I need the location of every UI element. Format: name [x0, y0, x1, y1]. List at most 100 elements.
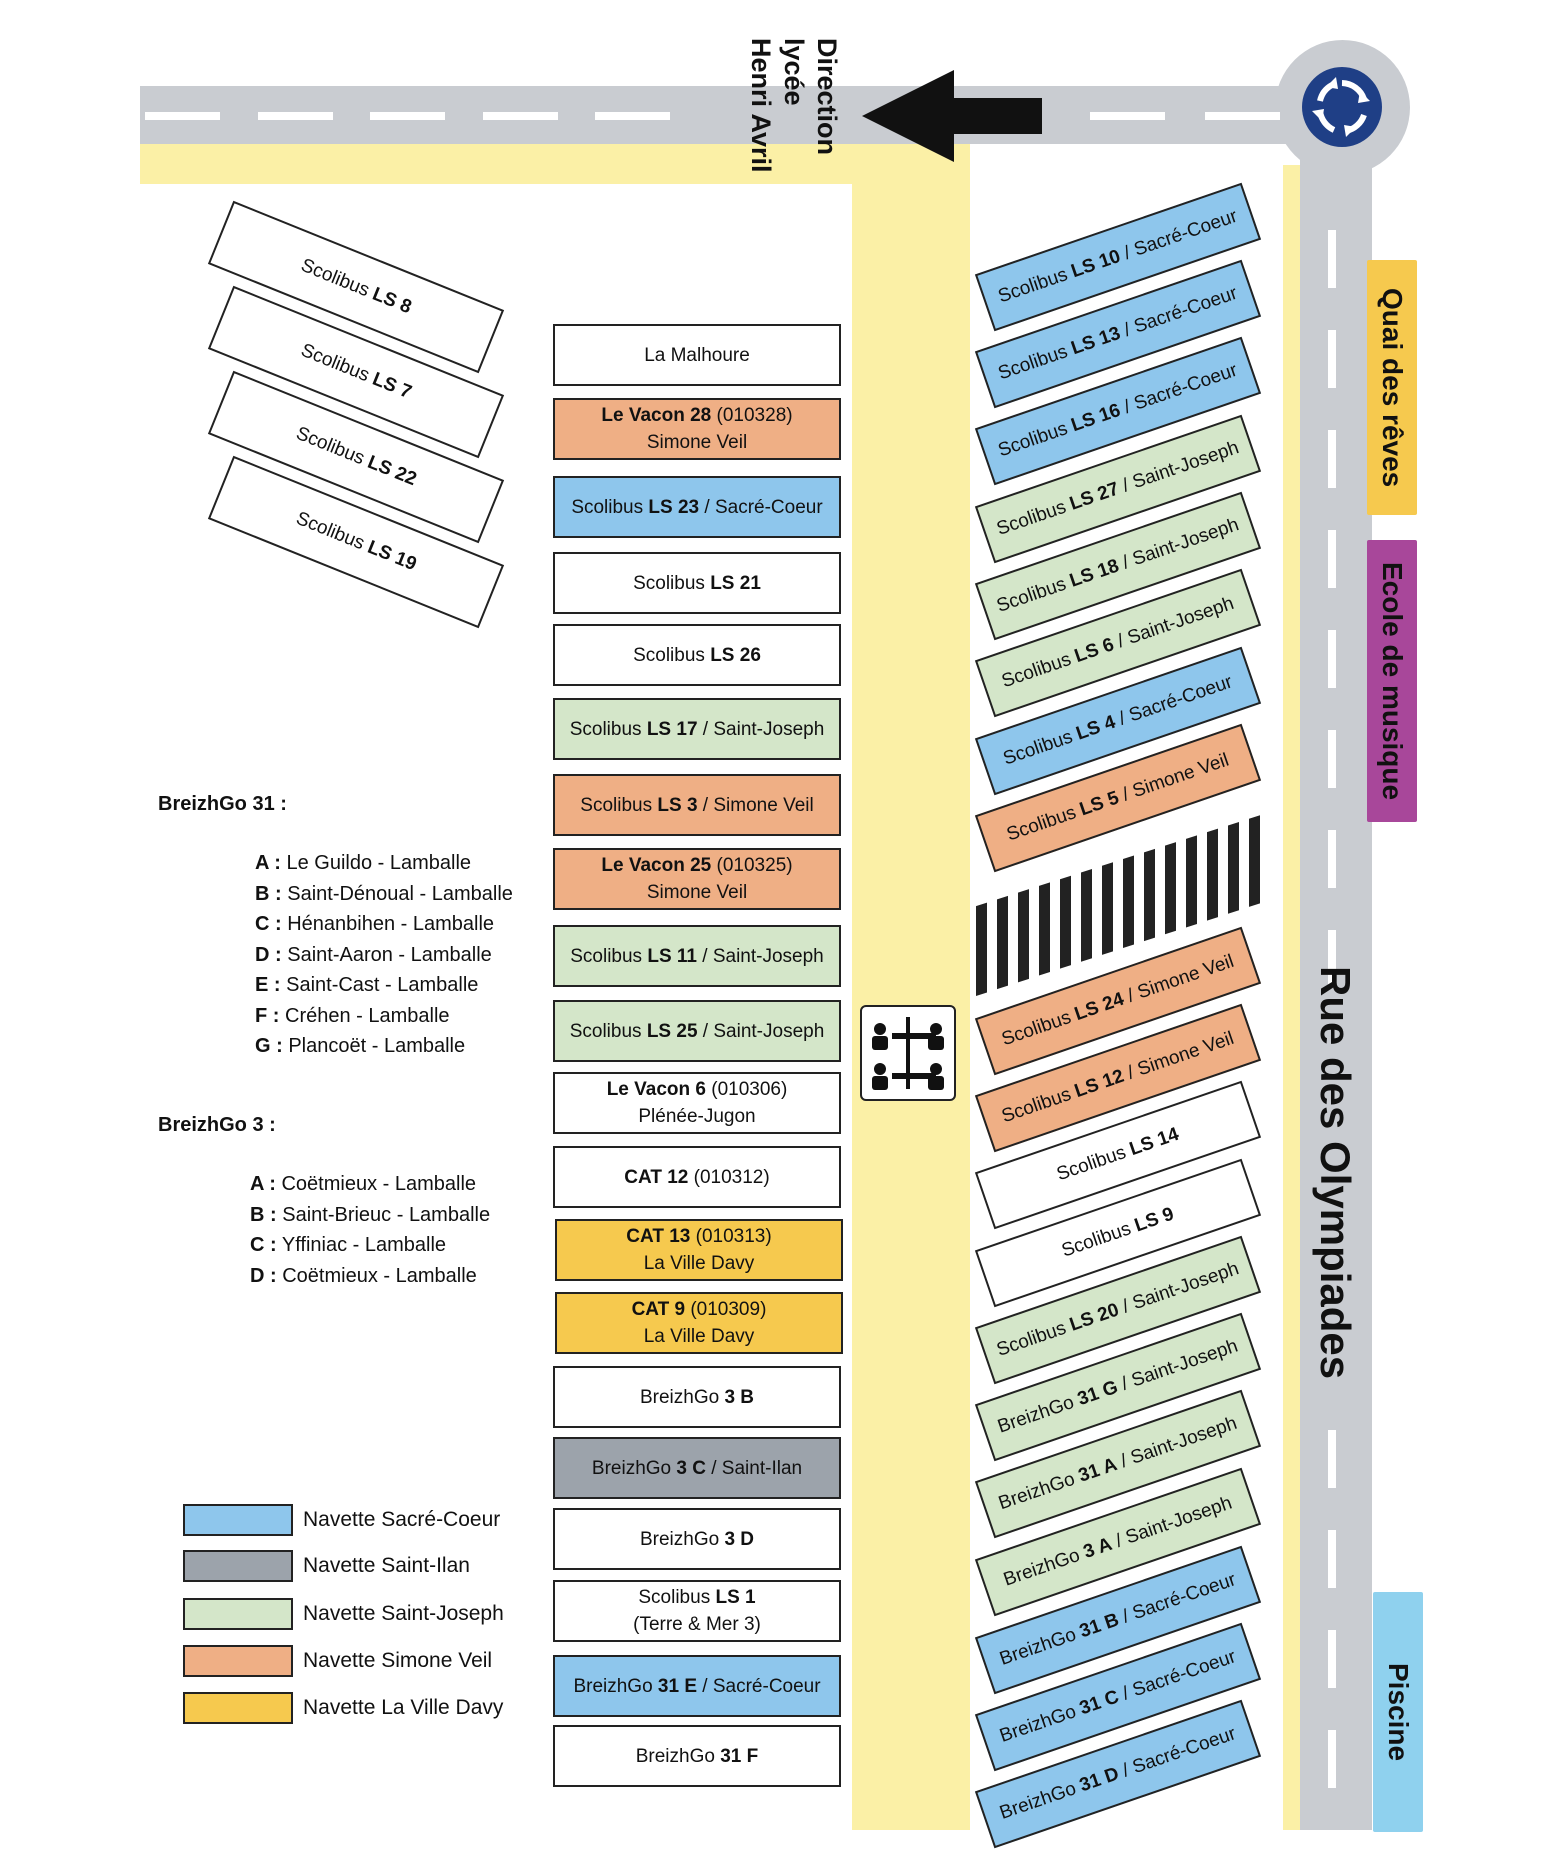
legend-item: Navette Saint-Joseph — [183, 1598, 504, 1630]
street-name: Rue des Olympiades — [1312, 965, 1359, 1380]
crosswalk-stripe — [1081, 868, 1092, 962]
right-road — [1300, 110, 1372, 1830]
center-bay[interactable]: Scolibus LS 25 / Saint-Joseph — [553, 1000, 841, 1062]
center-bay[interactable]: BreizhGo 3 C / Saint-Ilan — [553, 1437, 841, 1499]
legend-item: Navette Simone Veil — [183, 1645, 492, 1677]
central-walkway — [852, 144, 970, 1830]
legend-item: Navette La Ville Davy — [183, 1692, 503, 1724]
center-bay[interactable]: Le Vacon 25 (010325)Simone Veil — [553, 848, 841, 910]
bay-label: BreizhGo 31 E / Sacré-Coeur — [573, 1675, 821, 1697]
legend-label: Navette Sacré-Coeur — [303, 1508, 501, 1531]
bay-label: Le Vacon 28 (010328) — [601, 405, 793, 426]
breizhgo-3-title: BreizhGo 3 : — [158, 1114, 276, 1136]
place-ecole-de-musique: Ecole de musique — [1367, 540, 1417, 822]
legend-label: Navette Saint-Ilan — [303, 1554, 470, 1577]
lane-dash — [1328, 730, 1336, 788]
center-bay[interactable]: Scolibus LS 17 / Saint-Joseph — [553, 698, 841, 760]
lane-dash — [1328, 630, 1336, 688]
center-bay[interactable]: Scolibus LS 1(Terre & Mer 3) — [553, 1580, 841, 1642]
crosswalk-stripe — [1228, 821, 1239, 914]
bay-label: BreizhGo 3 C / Saint-Ilan — [591, 1457, 803, 1479]
lane-dash — [1328, 430, 1336, 488]
center-bay[interactable]: Scolibus LS 23 / Sacré-Coeur — [553, 476, 841, 538]
line-description: D : Coëtmieux - Lamballe — [250, 1264, 477, 1287]
bay-label: Scolibus LS 23 / Sacré-Coeur — [571, 496, 823, 518]
center-bay[interactable]: BreizhGo 3 D — [553, 1508, 841, 1570]
lane-dash — [1328, 830, 1336, 888]
legend-item: Navette Saint-Ilan — [183, 1550, 470, 1582]
crosswalk-stripe — [1039, 882, 1050, 976]
center-bay[interactable]: CAT 12 (010312) — [553, 1146, 841, 1208]
lane-dash — [1328, 330, 1336, 388]
center-bay[interactable]: La Malhoure — [553, 324, 841, 386]
center-bay[interactable]: Scolibus LS 21 — [553, 552, 841, 614]
line-description: A : Le Guildo - Lamballe — [255, 852, 472, 874]
center-bay[interactable]: CAT 13 (010313) La Ville Davy — [555, 1219, 843, 1281]
line-description: C : Yffiniac - Lamballe — [250, 1234, 447, 1256]
center-bay[interactable]: BreizhGo 31 F — [553, 1725, 841, 1787]
bay-sublabel: Simone Veil — [646, 882, 748, 903]
bay-label: Le Vacon 6 (010306) — [606, 1079, 788, 1100]
bay-label: Scolibus LS 3 / Simone Veil — [580, 794, 814, 816]
center-bay[interactable]: Scolibus LS 3 / Simone Veil — [553, 774, 841, 836]
center-bay[interactable]: BreizhGo 31 E / Sacré-Coeur — [553, 1655, 841, 1717]
legend-swatch — [183, 1598, 293, 1630]
legend-label: Navette La Ville Davy — [303, 1696, 504, 1719]
center-bay[interactable]: Scolibus LS 11 / Saint-Joseph — [553, 925, 841, 987]
bay-label: La Malhoure — [644, 344, 750, 366]
line-description: F : Créhen - Lamballe — [255, 1004, 450, 1027]
bay-label: Scolibus LS 22 — [293, 422, 420, 491]
bay-sublabel: Simone Veil — [646, 432, 748, 453]
legend-label: Navette Simone Veil — [303, 1649, 493, 1672]
bay-label: BreizhGo 31 F — [635, 1745, 759, 1767]
bay-label: Scolibus LS 11 / Saint-Joseph — [570, 945, 824, 967]
bay-label: CAT 13 (010313) — [626, 1226, 772, 1247]
bay-label: BreizhGo 3 D — [639, 1528, 755, 1550]
center-bay[interactable]: Scolibus LS 26 — [553, 624, 841, 686]
crosswalk-stripe — [976, 902, 987, 997]
bay-label: Scolibus LS 14 — [1053, 1123, 1182, 1186]
bay-label: CAT 12 (010312) — [624, 1166, 770, 1188]
legend-swatch — [183, 1504, 293, 1536]
bay-label: Scolibus LS 9 — [1058, 1203, 1177, 1262]
lane-dash — [1328, 1530, 1336, 1588]
lane-dash — [595, 112, 670, 120]
bay-label: Scolibus LS 17 / Saint-Joseph — [569, 718, 825, 740]
bay-label: Scolibus LS 25 / Saint-Joseph — [569, 1020, 825, 1042]
crosswalk — [970, 812, 1300, 1002]
bay-label: Scolibus LS 7 — [297, 339, 415, 404]
crosswalk-stripe — [1123, 855, 1134, 949]
arrow-left-icon — [862, 70, 1047, 162]
center-bay[interactable]: CAT 9 (010309)La Ville Davy — [555, 1292, 843, 1354]
legend-swatch — [183, 1645, 293, 1677]
bay-label: BreizhGo 3 B — [639, 1386, 755, 1408]
toilets-icon — [860, 1005, 956, 1101]
breizhgo-31-title: BreizhGo 31 : — [158, 793, 287, 815]
lane-dash — [1090, 112, 1165, 120]
center-bay[interactable]: Le Vacon 6 (010306)Plénée-Jugon — [553, 1072, 841, 1134]
lane-dash — [1328, 1430, 1336, 1488]
crosswalk-stripe — [1144, 848, 1155, 942]
bay-sublabel: La Ville Davy — [643, 1253, 755, 1274]
center-bay[interactable]: Le Vacon 28 (010328) Simone Veil — [553, 398, 841, 460]
legend-swatch — [183, 1550, 293, 1582]
lane-dash — [1328, 530, 1336, 588]
line-description: G : Plancoët - Lamballe — [255, 1035, 466, 1057]
place-piscine: Piscine — [1373, 1592, 1423, 1832]
bay-sublabel: La Ville Davy — [643, 1326, 755, 1347]
line-description: E : Saint-Cast - Lamballe — [255, 974, 479, 996]
breizhgo-31-list: A : Le Guildo - Lamballe B : Saint-Dénoua… — [255, 848, 513, 1062]
crosswalk-stripe — [1018, 889, 1029, 983]
bay-label: Scolibus LS 26 — [633, 644, 761, 666]
bay-label: Scolibus LS 8 — [297, 254, 415, 319]
bay-label: Scolibus LS 1 — [638, 1587, 756, 1608]
center-bay[interactable]: BreizhGo 3 B — [553, 1366, 841, 1428]
crosswalk-stripe — [1249, 815, 1260, 907]
legend-swatch — [183, 1692, 293, 1724]
bay-label: Scolibus LS 19 — [293, 507, 420, 576]
line-description: B : Saint-Dénoual - Lamballe — [255, 882, 513, 905]
lane-dash — [483, 112, 558, 120]
line-description: B : Saint-Brieuc - Lamballe — [250, 1203, 491, 1226]
top-sidewalk — [140, 144, 970, 184]
